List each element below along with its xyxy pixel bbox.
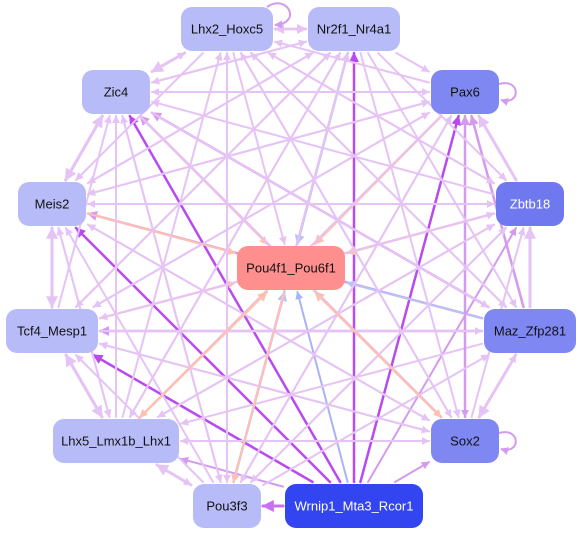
edge-sox2-to-maz_zfp281 (478, 354, 517, 418)
edge-pou3f3-to-zic4 (120, 115, 222, 483)
edge-wrnip1_mta3_rcor1-to-zic4 (128, 114, 342, 484)
node-box (484, 309, 576, 353)
edge-tcf4_mesp1-to-nr2f1_nr4a1 (75, 52, 331, 308)
edge-meis2-to-sox2 (87, 223, 430, 422)
edge-nr2f1_nr4a1-to-zbtb18 (377, 52, 507, 181)
edge-lhx2_hoxc5-to-zbtb18 (267, 52, 495, 185)
edge-meis2-to-zic4 (64, 114, 104, 182)
edge-pou3f3-to-pax6 (239, 115, 453, 483)
self-loops-layer (266, 2, 517, 455)
node-label: Lhx5_Lmx1b_Lhx1 (61, 433, 171, 448)
edge-meis2-to-nr2f1_nr4a1 (87, 52, 314, 185)
node-box (431, 70, 499, 114)
edge-zic4-to-nr2f1_nr4a1 (151, 39, 307, 84)
node-lhx2_hoxc5[interactable]: Lhx2_Hoxc5 (181, 7, 273, 51)
edge-maz_zfp281-to-pou4f1_pou6f1 (346, 280, 483, 320)
node-wrnip1_mta3_rcor1[interactable]: Wrnip1_Mta3_Rcor1 (285, 484, 423, 528)
node-box (181, 7, 273, 51)
node-label: Sox2 (450, 433, 480, 448)
edge-maz_zfp281-to-lhx5_lmx1b_lhx1 (180, 342, 483, 426)
node-box (285, 484, 423, 528)
edge-tcf4_mesp1-to-sox2 (99, 342, 430, 434)
edge-zic4-to-maz_zfp281 (151, 111, 490, 308)
node-label: Lhx2_Hoxc5 (191, 21, 263, 36)
node-box (431, 419, 499, 463)
node-zic4[interactable]: Zic4 (82, 70, 150, 114)
edge-lhx5_lmx1b_lhx1-to-tcf4_mesp1 (64, 353, 104, 419)
edge-pou3f3-to-lhx5_lmx1b_lhx1 (155, 463, 193, 487)
edge-nr2f1_nr4a1-to-maz_zfp281 (367, 52, 517, 308)
node-label: Zic4 (104, 84, 129, 99)
node-box (193, 484, 261, 528)
node-box (53, 419, 179, 463)
self-loop-pax6 (498, 82, 517, 106)
edge-pou3f3-to-maz_zfp281 (262, 354, 490, 487)
edge-lhx5_lmx1b_lhx1-to-lhx2_hoxc5 (121, 52, 223, 418)
node-nr2f1_nr4a1[interactable]: Nr2f1_Nr4a1 (308, 7, 400, 51)
node-label: Meis2 (35, 196, 70, 211)
edge-wrnip1_mta3_rcor1-to-sox2 (394, 461, 430, 483)
node-sox2[interactable]: Sox2 (431, 419, 499, 463)
node-box (18, 182, 86, 226)
edge-pou3f3-to-meis2 (64, 227, 215, 483)
node-label: Tcf4_Mesp1 (17, 323, 87, 338)
edge-lhx2_hoxc5-to-sox2 (239, 52, 453, 418)
node-zbtb18[interactable]: Zbtb18 (496, 182, 564, 226)
edge-wrnip1_mta3_rcor1-to-lhx5_lmx1b_lhx1 (180, 456, 284, 488)
node-box (237, 246, 345, 290)
self-loop-lhx2_hoxc5 (266, 2, 292, 29)
node-label: Zbtb18 (510, 196, 550, 211)
node-lhx5_lmx1b_lhx1[interactable]: Lhx5_Lmx1b_Lhx1 (53, 419, 179, 463)
node-pou4f1_pou6f1[interactable]: Pou4f1_Pou6f1 (237, 246, 345, 290)
edge-tcf4_mesp1-to-pax6 (92, 111, 430, 308)
edge-pou4f1_pou6f1-to-sox2 (314, 291, 442, 418)
node-box (496, 182, 564, 226)
edge-pax6-to-lhx2_hoxc5 (274, 39, 430, 84)
edge-nr2f1_nr4a1-to-pax6 (395, 52, 430, 73)
edge-meis2-to-pax6 (87, 99, 430, 196)
node-label: Pou4f1_Pou6f1 (246, 260, 336, 275)
node-meis2[interactable]: Meis2 (18, 182, 86, 226)
edge-zbtb18-to-pax6 (477, 114, 518, 182)
edge-pou4f1_pou6f1-to-lhx5_lmx1b_lhx1 (139, 291, 268, 418)
edge-meis2-to-pou4f1_pou6f1 (87, 212, 236, 255)
edge-pou3f3-to-tcf4_mesp1 (75, 354, 204, 483)
node-label: Pou3f3 (206, 498, 247, 513)
node-pax6[interactable]: Pax6 (431, 70, 499, 114)
edge-lhx5_lmx1b_lhx1-to-zbtb18 (156, 223, 495, 418)
edge-lhx5_lmx1b_lhx1-to-nr2f1_nr4a1 (128, 52, 342, 418)
node-label: Pax6 (450, 84, 480, 99)
node-label: Maz_Zfp281 (494, 323, 566, 338)
node-maz_zfp281[interactable]: Maz_Zfp281 (484, 309, 576, 353)
edge-zic4-to-lhx2_hoxc5 (151, 52, 186, 73)
edge-lhx2_hoxc5-to-maz_zfp281 (250, 52, 507, 308)
node-box (82, 70, 150, 114)
node-box (308, 7, 400, 51)
node-label: Nr2f1_Nr4a1 (317, 21, 391, 36)
self-loop-sox2 (498, 431, 517, 455)
node-pou3f3[interactable]: Pou3f3 (193, 484, 261, 528)
edge-pou4f1_pou6f1-to-pou3f3 (231, 291, 286, 483)
node-label: Wrnip1_Mta3_Rcor1 (295, 498, 414, 513)
node-tcf4_mesp1[interactable]: Tcf4_Mesp1 (6, 309, 98, 353)
node-box (6, 309, 98, 353)
